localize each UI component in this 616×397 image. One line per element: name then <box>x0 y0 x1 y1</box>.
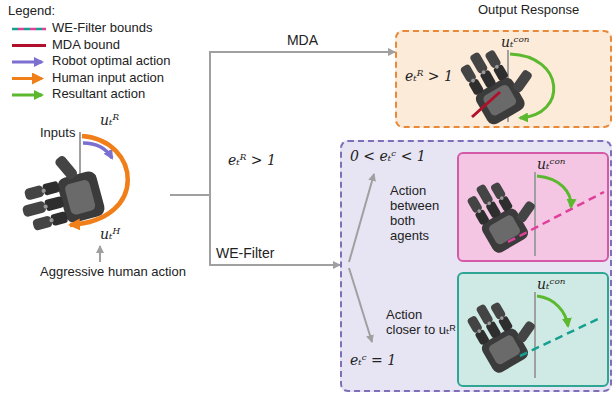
math-label: uₜᶜᵒⁿ <box>537 276 565 292</box>
legend-sample <box>12 94 42 97</box>
connector <box>170 195 340 265</box>
math-label: eₜᴿ > 1 <box>405 68 453 84</box>
math-label: eₜᴿ > 1 <box>228 152 276 168</box>
legend-text: Human input action <box>52 71 164 86</box>
legend-text: WE-Filter bounds <box>52 21 152 36</box>
legend-sample <box>12 28 46 31</box>
edge-label: MDA <box>287 32 318 48</box>
legend-title: Legend: <box>8 4 55 19</box>
math-label: uₜᴿ <box>100 112 119 128</box>
legend-sample <box>12 77 42 80</box>
legend-text: MDA bound <box>52 38 120 53</box>
panel-title: Output Response <box>478 3 579 18</box>
node-text: Inputs <box>40 126 75 141</box>
legend-text: Robot optimal action <box>52 54 171 69</box>
math-label: eₜᶜ = 1 <box>350 352 396 368</box>
math-label: uₜᶜᵒⁿ <box>501 34 529 50</box>
edge-label: WE-Filter <box>216 245 274 261</box>
annotation: Aggressive human action <box>40 265 186 280</box>
math-label: uₜᶜᵒⁿ <box>537 156 565 172</box>
legend-sample <box>12 61 42 64</box>
math-label: 0 < eₜᶜ < 1 <box>350 148 426 164</box>
legend-text: Resultant action <box>52 87 145 102</box>
math-label: uₜᴴ <box>100 226 120 242</box>
legend-sample <box>12 28 46 31</box>
node-text: Action closer to uₜᴿ <box>386 308 460 338</box>
node-text: Action between both agents <box>390 184 454 244</box>
output-panel: 0 < eₜᶜ < 1 Action between both agentsAct… <box>340 140 612 392</box>
legend-sample <box>12 44 46 47</box>
